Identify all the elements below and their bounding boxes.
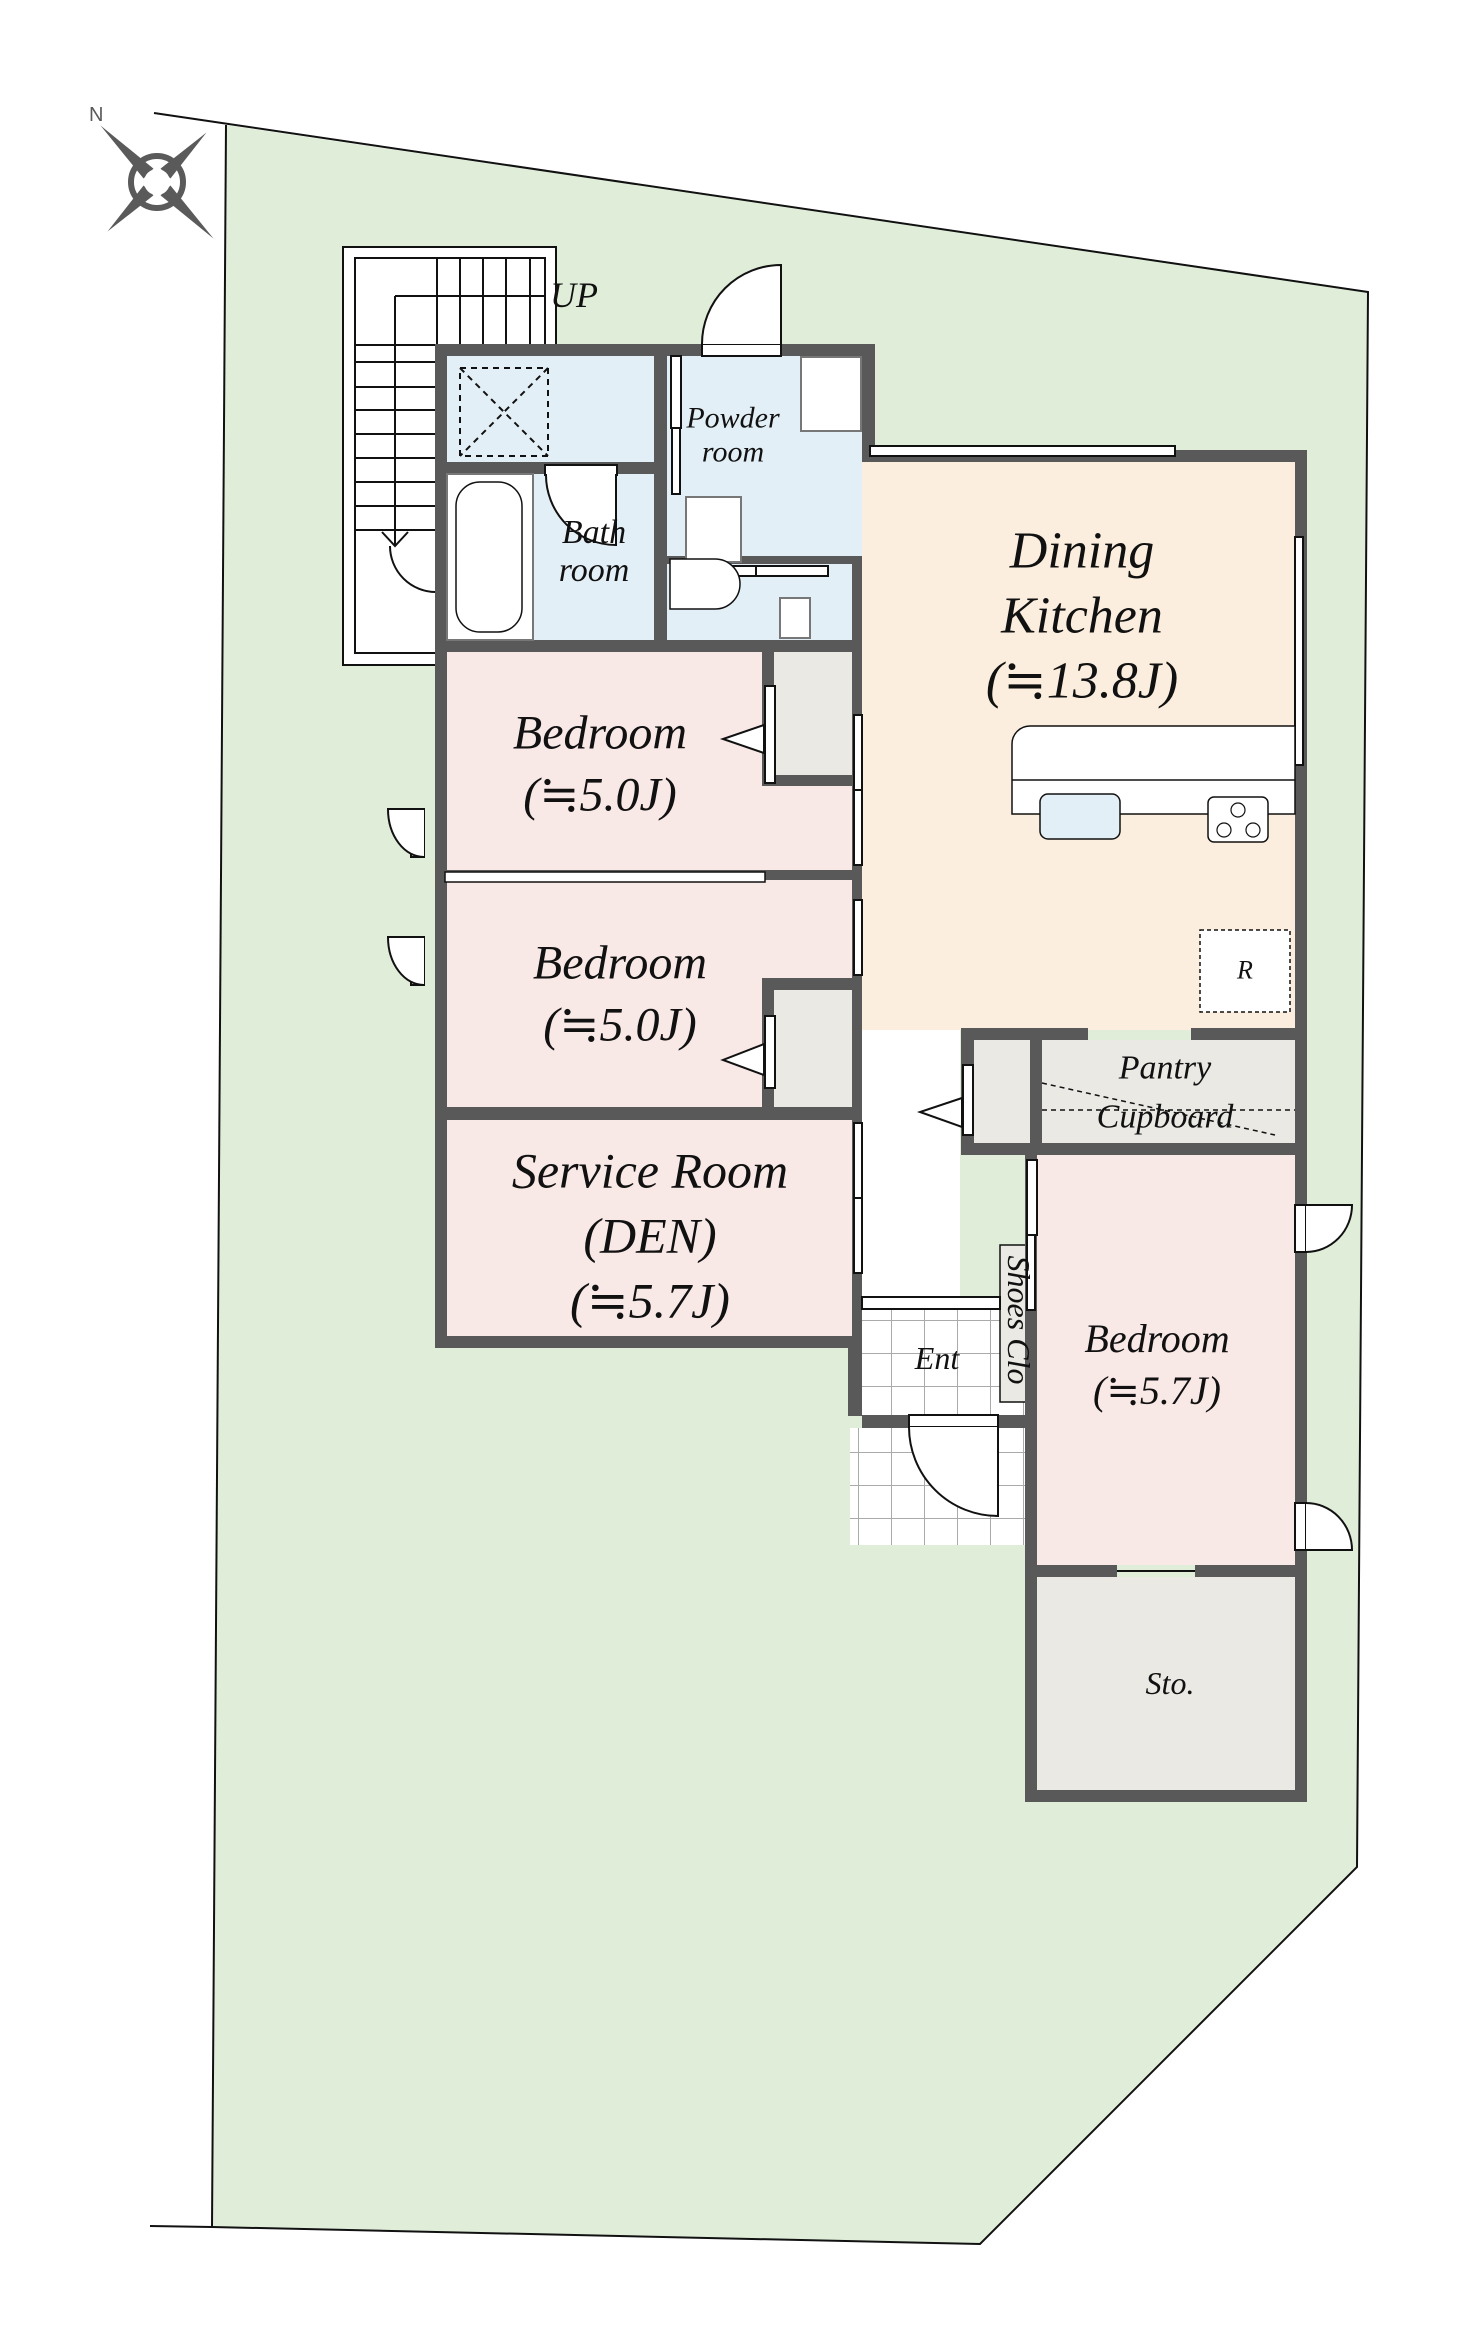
entrance-label: Ent	[914, 1340, 960, 1377]
bedroom-2-label: Bedroom (≒5.0J)	[532, 936, 708, 1052]
dining-kitchen-label: Dining Kitchen (≒13.8J)	[985, 522, 1179, 710]
powder-room-label: Powder room	[686, 401, 780, 468]
fixtures	[386, 263, 1354, 1572]
shoes-closet-label: Shoes Clo	[1000, 1255, 1037, 1385]
service-room-label: Service Room (DEN) (≒5.7J)	[511, 1142, 789, 1329]
stairs-up-label: UP	[550, 274, 598, 315]
pantry-cupboard-label: Pantry Cupboard	[1096, 1049, 1234, 1136]
north-label: N	[89, 104, 103, 126]
refrigerator-label: R	[1237, 955, 1253, 985]
bedroom-1-label: Bedroom (≒5.0J)	[512, 706, 688, 822]
bathroom-label: Bath room	[558, 513, 630, 589]
compass-north-icon: N	[89, 104, 214, 239]
bedroom-3-label: Bedroom (≒5.7J)	[1084, 1316, 1230, 1413]
storage-label: Sto.	[1145, 1665, 1195, 1702]
